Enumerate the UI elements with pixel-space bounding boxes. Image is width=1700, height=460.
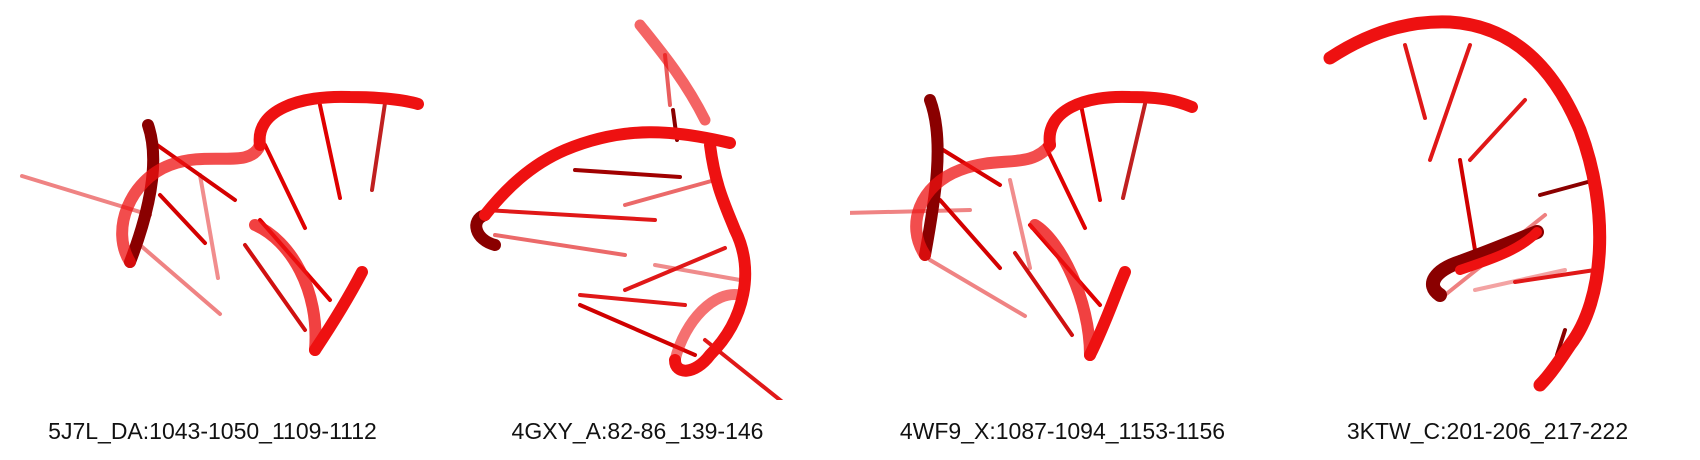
rna-structure-render-2 <box>470 19 784 400</box>
structure-panel-3: 4WF9_X:1087-1094_1153-1156 <box>850 0 1275 460</box>
rna-structure-render-4 <box>1323 15 1607 392</box>
structure-panel-1: 5J7L_DA:1043-1050_1109-1112 <box>0 0 425 460</box>
rna-structure-render-1 <box>20 90 424 356</box>
structure-caption-1: 5J7L_DA:1043-1050_1109-1112 <box>48 418 377 444</box>
structure-caption-4: 3KTW_C:201-206_217-222 <box>1346 418 1629 444</box>
rna-structure-render-3 <box>850 90 1198 361</box>
structure-caption-2: 4GXY_A:82-86_139-146 <box>511 418 764 444</box>
structure-caption-3: 4WF9_X:1087-1094_1153-1156 <box>899 418 1226 444</box>
structure-panel-2: 4GXY_A:82-86_139-146 <box>425 0 850 460</box>
structure-panel-4: 3KTW_C:201-206_217-222 <box>1275 0 1700 460</box>
